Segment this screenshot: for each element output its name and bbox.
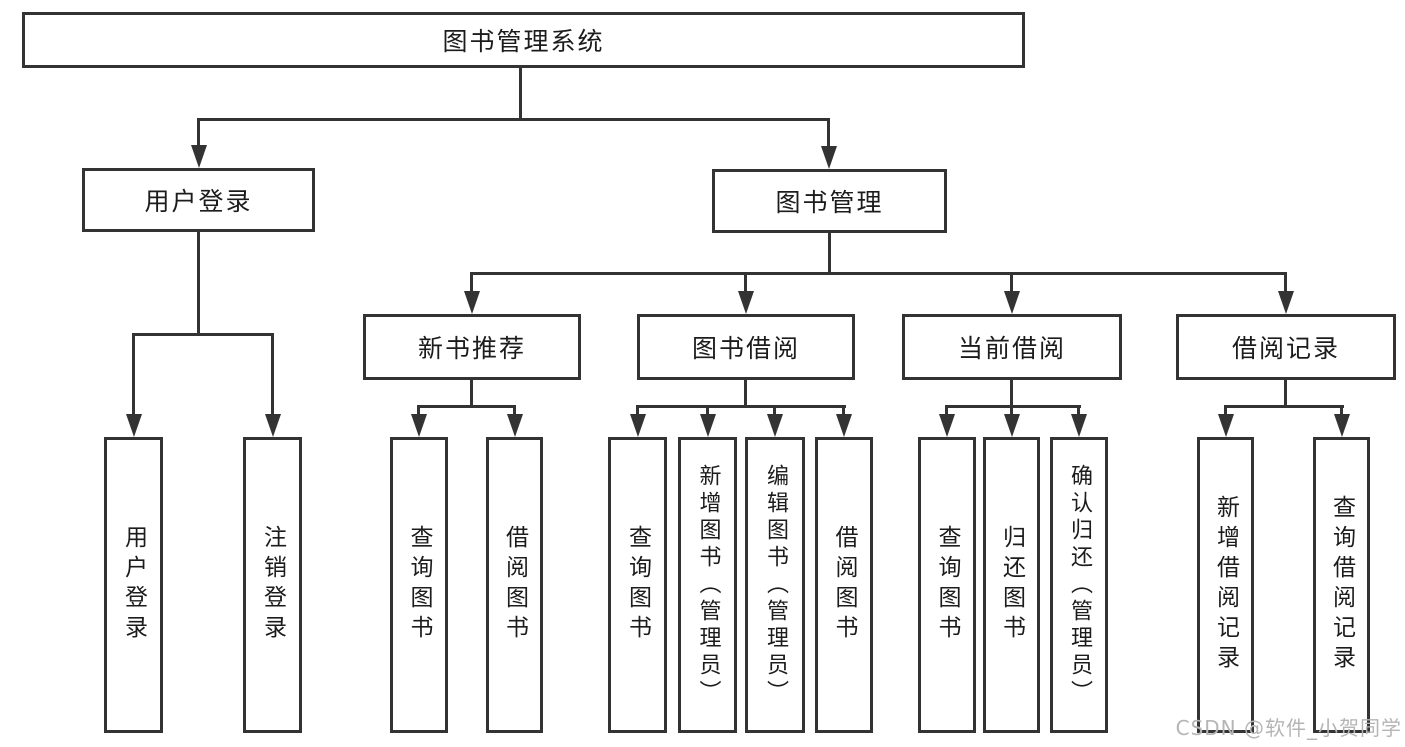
arrow-to-current-borrow (1010, 272, 1013, 291)
connector-root-stub (519, 66, 522, 121)
node-new-book-recommend: 新书推荐 (363, 314, 581, 380)
arrow-leaf (1224, 405, 1227, 414)
leaf-add-borrow-record: 新增借阅记录 (1197, 437, 1254, 733)
arrow-leaf (1340, 405, 1343, 414)
connector-level2-branch (197, 118, 830, 121)
leaf-confirm-return-admin: 确认归还（管理员） (1050, 437, 1108, 733)
node-borrow-records: 借阅记录 (1176, 314, 1396, 380)
arrow-to-leaf-user-login (132, 333, 135, 414)
connector-level3-branch (471, 272, 1287, 275)
leaf-query-books-borrow: 查询图书 (608, 437, 667, 733)
leaf-logout: 注销登录 (243, 437, 302, 733)
leaf-query-borrow-record: 查询借阅记录 (1313, 437, 1370, 733)
arrow-leaf (1077, 405, 1080, 414)
arrow-to-book-management (827, 118, 830, 146)
connector-user-login-branch (132, 333, 273, 336)
arrow-to-book-borrow (744, 272, 747, 291)
leaf-borrow-books-recommend: 借阅图书 (486, 437, 543, 733)
arrow-leaf (773, 405, 776, 414)
arrow-leaf (513, 405, 516, 414)
connector-book-mgmt-stub (828, 231, 831, 275)
connector-borrow-records-stub (1284, 378, 1287, 407)
arrow-leaf (842, 405, 845, 414)
arrow-to-user-login (197, 118, 200, 145)
arrow-leaf (417, 405, 420, 414)
connector-book-borrow-branch (636, 405, 846, 408)
arrow-to-new-book-recommend (470, 272, 473, 291)
leaf-user-login: 用户登录 (104, 437, 163, 733)
connector-new-book-branch (417, 405, 516, 408)
connector-book-borrow-stub (744, 378, 747, 407)
leaf-return-book: 归还图书 (983, 437, 1040, 733)
leaf-query-books-current: 查询图书 (918, 437, 976, 733)
connector-current-borrow-stub (1010, 378, 1013, 407)
arrow-leaf (636, 405, 639, 414)
arrow-leaf (1010, 405, 1013, 414)
leaf-add-book-admin: 新增图书（管理员） (678, 437, 737, 733)
connector-new-book-stub (470, 378, 473, 407)
node-library-management-system: 图书管理系统 (22, 12, 1025, 68)
leaf-edit-book-admin: 编辑图书（管理员） (745, 437, 805, 733)
leaf-query-books-recommend: 查询图书 (390, 437, 448, 733)
arrow-leaf (706, 405, 709, 414)
arrow-to-borrow-records (1284, 272, 1287, 291)
leaf-borrow-books-borrow: 借阅图书 (815, 437, 873, 733)
node-book-management: 图书管理 (712, 169, 947, 233)
watermark: CSDN @软件_小贺同学 (1175, 716, 1402, 740)
node-book-borrow: 图书借阅 (637, 314, 855, 380)
node-current-borrow: 当前借阅 (902, 314, 1122, 380)
arrow-to-leaf-logout (271, 333, 274, 414)
connector-current-borrow-branch (945, 405, 1081, 408)
node-user-login: 用户登录 (82, 168, 315, 232)
arrow-leaf (945, 405, 948, 414)
connector-user-login-stub (197, 230, 200, 336)
connector-borrow-records-branch (1224, 405, 1344, 408)
